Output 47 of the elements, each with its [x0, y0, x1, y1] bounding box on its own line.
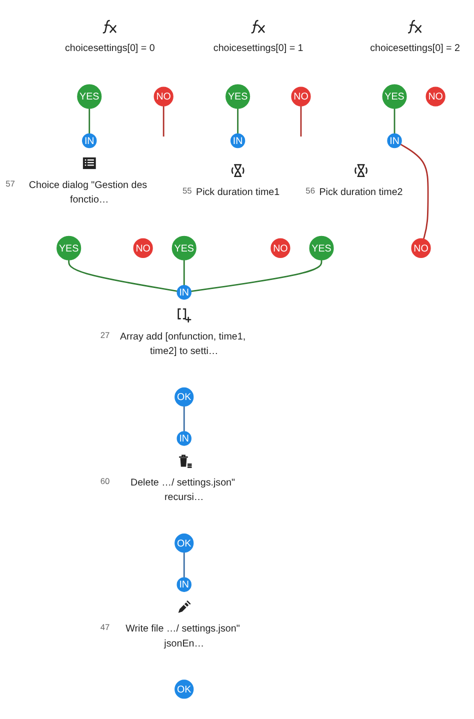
no-dot: NO [270, 238, 290, 258]
connector-line [183, 260, 185, 286]
block-label: Choice dialog "Gestion des fonctio… [28, 178, 148, 207]
connector-line [190, 260, 322, 292]
block-label: Pick duration time2 [319, 185, 403, 200]
connector-line [400, 144, 429, 240]
connector-line [68, 260, 178, 292]
block-number: 47 [100, 622, 110, 632]
connector-line [183, 552, 185, 578]
yes-dot: YES [382, 84, 407, 109]
block-number: 60 [100, 476, 110, 486]
connector-line [162, 106, 164, 137]
block-number: 27 [100, 330, 110, 340]
yes-dot: YES [309, 236, 334, 260]
no-dot: NO [426, 86, 446, 106]
block-number: 57 [6, 178, 15, 188]
connector-line [300, 106, 302, 137]
yes-dot: YES [226, 84, 250, 109]
in-dot: IN [230, 133, 246, 148]
in-dot: IN [176, 577, 192, 592]
connector-line [183, 406, 185, 432]
no-dot: NO [291, 86, 311, 106]
connector-line [394, 108, 396, 134]
block-label: Array add [onfunction, time1, time2] to setti… [118, 329, 247, 358]
in-dot: IN [176, 284, 192, 300]
block-label: choicesettings[0] = 0 [64, 40, 155, 56]
block-number: 56 [306, 186, 315, 196]
no-dot: NO [411, 238, 431, 258]
block-label: Write file …/ settings.json" jsonEn… [124, 621, 241, 650]
block-label: choicesettings[0] = 2 [370, 40, 460, 56]
block-label: Pick duration time1 [196, 185, 280, 200]
no-dot: NO [133, 238, 153, 258]
connector-line [88, 108, 90, 134]
ok-dot: OK [174, 680, 194, 699]
no-dot: NO [154, 86, 174, 106]
ok-dot: OK [174, 387, 194, 407]
yes-dot: YES [172, 236, 196, 260]
block-label: Delete …/ settings.json" recursi… [129, 475, 236, 504]
yes-dot: YES [77, 84, 102, 109]
ok-dot: OK [174, 534, 194, 553]
yes-dot: YES [56, 236, 82, 260]
block-label: choicesettings[0] = 1 [213, 40, 304, 56]
in-dot: IN [82, 133, 97, 148]
block-number: 55 [182, 186, 192, 196]
connector-line [237, 108, 238, 134]
in-dot: IN [387, 133, 402, 148]
in-dot: IN [176, 431, 192, 446]
